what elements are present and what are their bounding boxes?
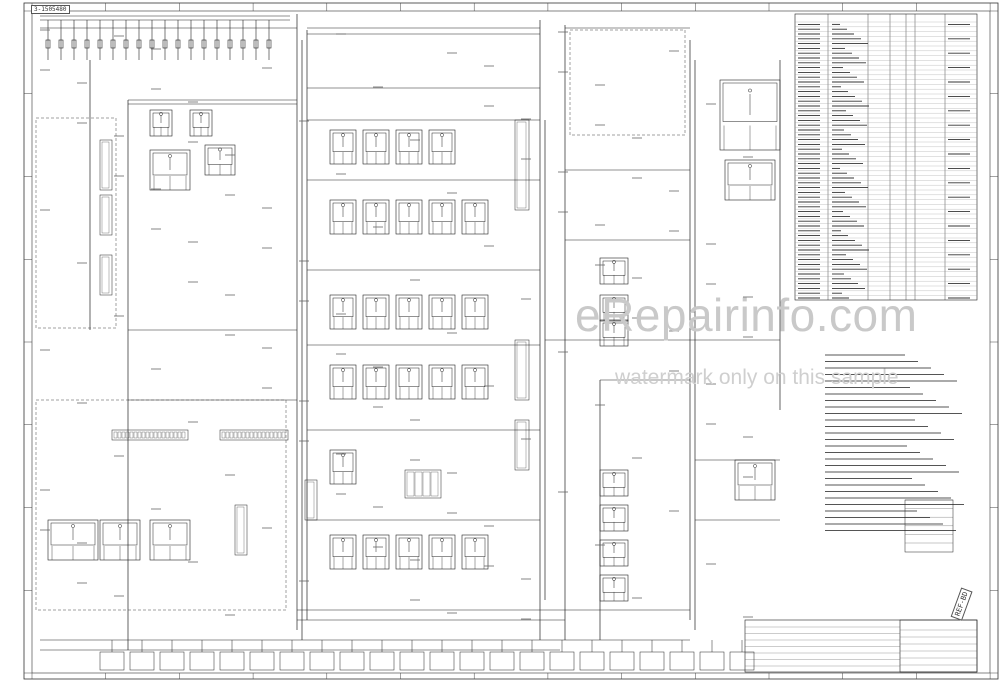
component-blocks — [40, 29, 781, 620]
sheet-id-label: 3-1505480 — [31, 5, 70, 14]
outer-frame — [23, 2, 999, 680]
border-grid-ticks — [24, 3, 998, 679]
title-block — [744, 619, 978, 673]
bottom-connector-strip — [99, 640, 755, 671]
parts-list-table — [794, 13, 978, 301]
top-bus-connectors — [40, 15, 290, 60]
main-harness-runs — [40, 27, 780, 651]
zone-boxes — [35, 29, 686, 611]
notes-block — [825, 354, 964, 553]
